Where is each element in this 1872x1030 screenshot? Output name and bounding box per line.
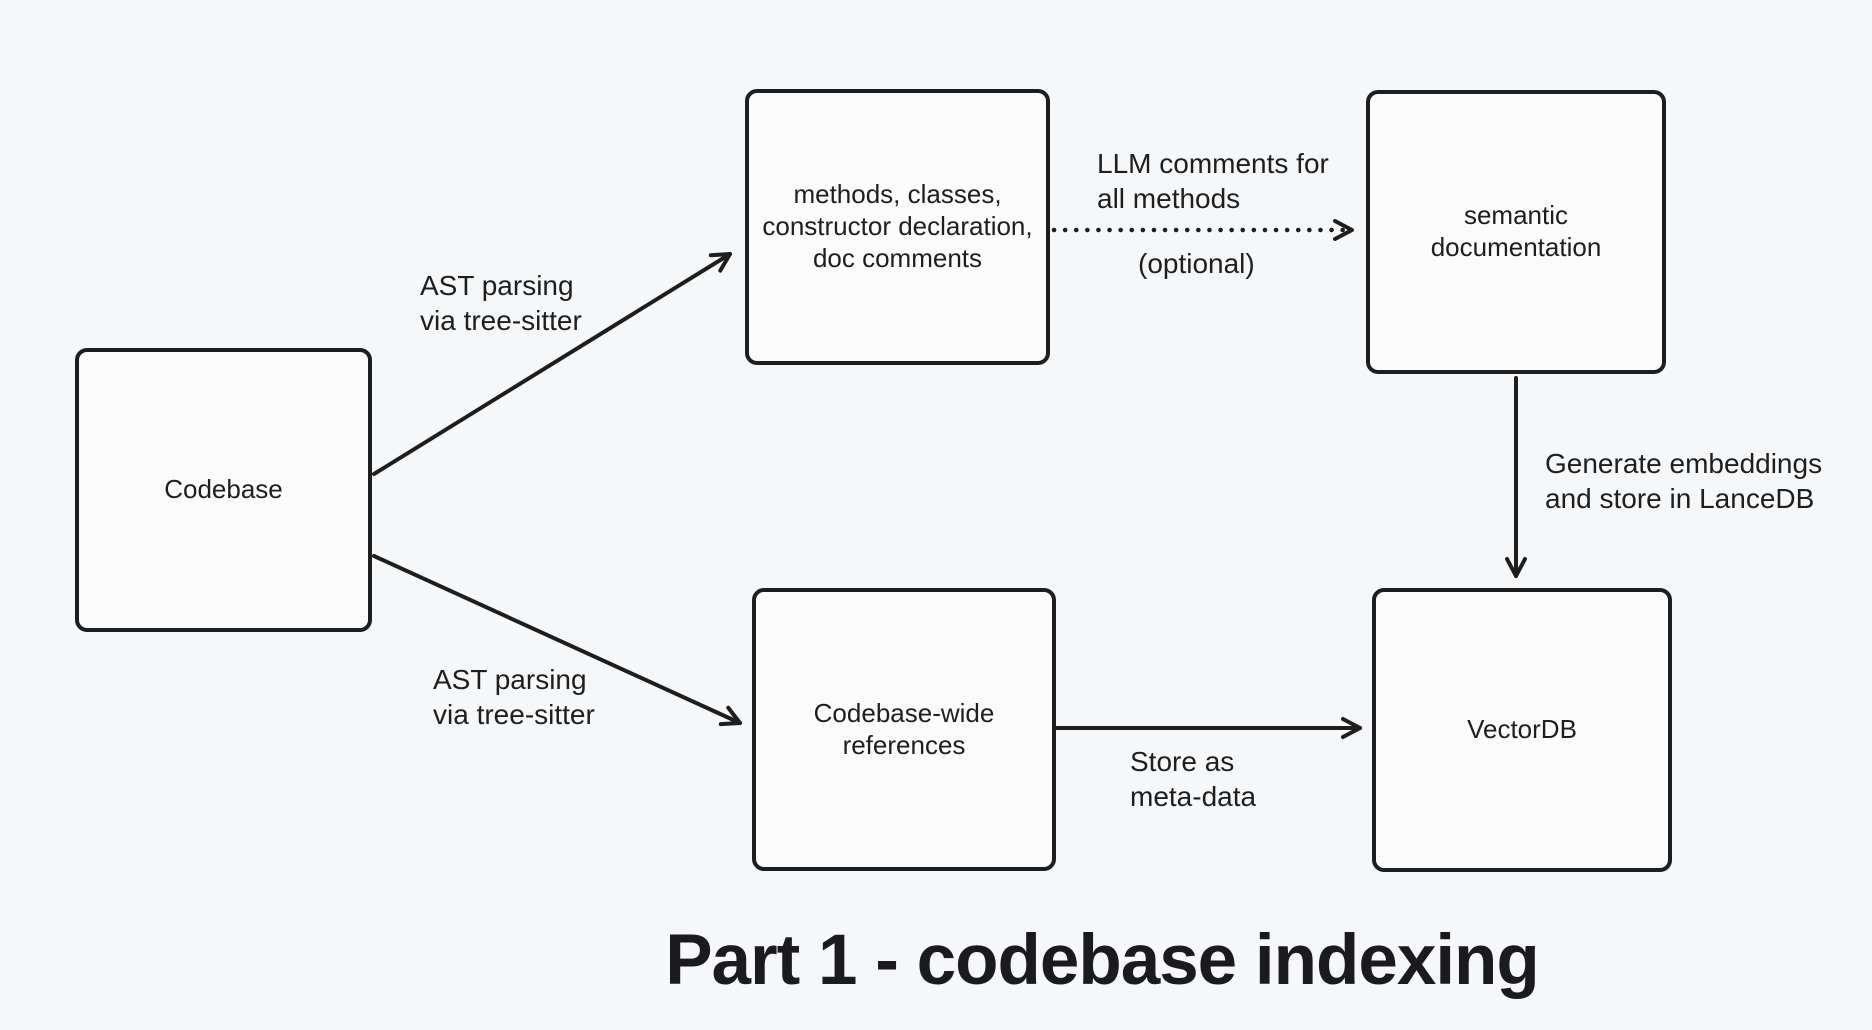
label-ast-parsing-bottom: AST parsing via tree-sitter xyxy=(433,664,595,731)
node-codebase-wide-references: Codebase-wide references xyxy=(752,588,1056,871)
label-optional-note: (optional) xyxy=(1138,248,1255,279)
arrow-codebase-to-references xyxy=(372,554,742,727)
label-generate-embeddings: Generate embeddings and store in LanceDB xyxy=(1545,448,1823,515)
node-codebase-wide-references-label: Codebase-wide references xyxy=(813,697,995,760)
page-title: Part 1 - codebase indexing xyxy=(665,921,1540,1000)
node-semantic-documentation-label: semantic documentation xyxy=(1430,200,1602,262)
label-ast-parsing-top: AST parsing via tree-sitter xyxy=(420,270,582,337)
label-llm-comments: LLM comments for all methods xyxy=(1097,148,1329,215)
node-vectordb-label: VectorDB xyxy=(1467,714,1577,745)
label-store-as-metadata: Store as meta-data xyxy=(1130,746,1257,813)
node-codebase: Codebase xyxy=(75,348,372,632)
node-semantic-documentation: semantic documentation xyxy=(1366,90,1666,374)
node-codebase-label: Codebase xyxy=(164,474,283,505)
node-vectordb: VectorDB xyxy=(1372,588,1672,872)
arrow-codebase-to-extracted xyxy=(372,252,732,476)
node-extracted-symbols: methods, classes, constructor declaratio… xyxy=(745,89,1050,365)
node-extracted-symbols-label: methods, classes, constructor declaratio… xyxy=(762,179,1033,273)
